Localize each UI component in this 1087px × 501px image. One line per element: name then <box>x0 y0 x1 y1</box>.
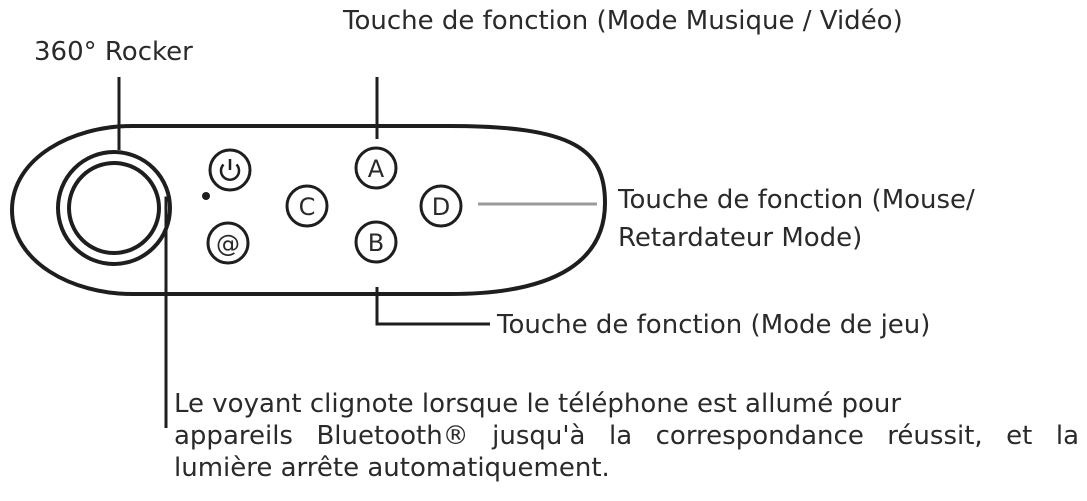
d-button-label: D <box>432 193 450 221</box>
joystick-icon <box>56 150 172 266</box>
power-icon <box>219 159 241 181</box>
b-button-label: B <box>368 229 384 257</box>
label-right-function-line2: Retardateur Mode) <box>618 223 863 253</box>
note-line-2: appareils Bluetooth® jusqu'à la correspo… <box>174 421 1079 451</box>
a-button: A <box>354 146 398 190</box>
indicator-note: Le voyant clignote lorsque le téléphone … <box>174 388 1079 484</box>
at-button: @ <box>206 221 250 265</box>
note-line-3: lumière arrête automatiquement. <box>174 453 610 483</box>
label-rocker: 360° Rocker <box>34 37 193 67</box>
indicator-light <box>202 192 210 200</box>
c-button: C <box>285 184 329 228</box>
power-button <box>208 148 252 192</box>
b-button: B <box>354 220 398 264</box>
a-button-label: A <box>368 155 385 183</box>
d-button: D <box>419 184 463 228</box>
leader-bottom-function <box>375 287 490 326</box>
at-button-label: @ <box>216 230 240 258</box>
label-bottom-function: Touche de fonction (Mode de jeu) <box>497 310 931 340</box>
note-line-1: Le voyant clignote lorsque le téléphone … <box>174 389 902 419</box>
label-top-function: Touche de fonction (Mode Musique / Vidéo… <box>343 6 903 36</box>
leader-indicator <box>164 196 171 428</box>
c-button-label: C <box>299 193 316 221</box>
label-right-function-line1: Touche de fonction (Mouse/ <box>618 185 975 215</box>
